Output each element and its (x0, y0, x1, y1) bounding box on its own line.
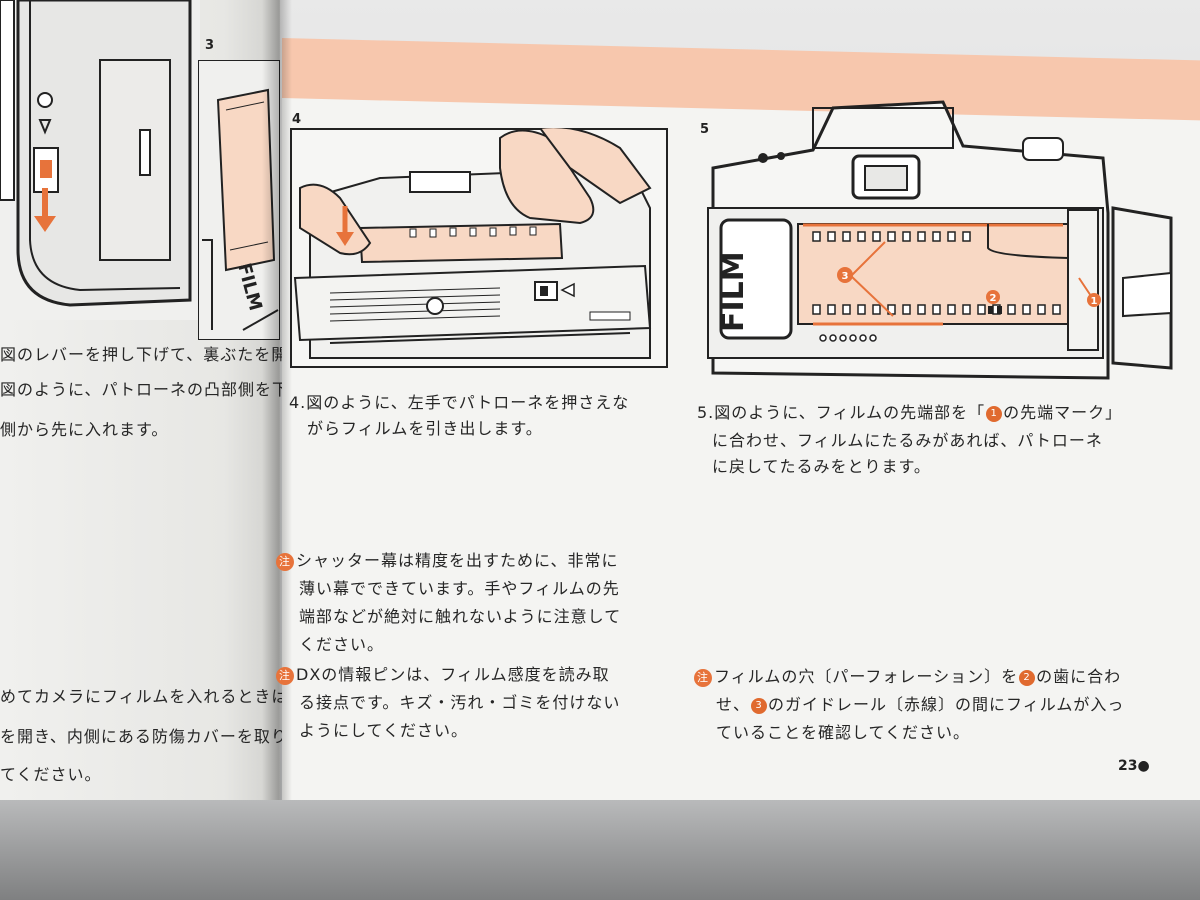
note-icon: 注 (694, 668, 712, 687)
note1-line3: 端部などが絶対に触れないように注意して (299, 607, 622, 626)
step5-line2: に合わせ、フィルムにたるみがあれば、パトローネ (712, 431, 1103, 450)
mark-3: 3 (751, 697, 768, 714)
note-icon: 注 (276, 666, 294, 685)
left-text-line-3: 側から先に入れます。 (0, 420, 169, 439)
step5-line1-prefix: 5.図のように、フィルムの先端部を「 (697, 403, 986, 422)
step4-line2: がらフィルムを引き出します。 (307, 419, 543, 438)
note1-line1: 注シャッター幕は精度を出すために、非常に (276, 546, 619, 576)
book-spine-shadow (262, 0, 292, 900)
callout-3: 3 (842, 271, 849, 282)
note3-text-1b: の歯に合わ (1036, 667, 1122, 686)
figure-number-4: 4 (292, 112, 302, 127)
page-number: 23● (1118, 758, 1150, 774)
figure-number-3: 3 (205, 38, 215, 53)
left-text-line-2: 図のように、パトローネの凸部側を下に (0, 380, 307, 399)
left-bottom-line-1: めてカメラにフィルムを入れるときは (0, 687, 289, 706)
note-icon: 注 (276, 552, 294, 571)
step5-line3: に戻してたるみをとります。 (712, 457, 931, 476)
page-bullet: ● (1137, 758, 1150, 774)
figure-3-film-insert: FILM (198, 60, 280, 340)
callout-1: 1 (1091, 296, 1098, 307)
film-label: FILM (716, 251, 751, 332)
left-bottom-line-3: てください。 (0, 765, 102, 784)
note3-text-2a: せ、 (716, 695, 751, 714)
left-text-line-1: 図のレバーを押し下げて、裏ぶたを開け (0, 345, 306, 364)
callout-2: 2 (990, 293, 997, 304)
note1-line4: ください。 (299, 635, 385, 654)
note1-text-1: シャッター幕は精度を出すために、非常に (296, 551, 619, 570)
table-surface-shadow (0, 800, 1200, 900)
mark-1: 1 (986, 405, 1003, 422)
note1-line2: 薄い幕でできています。手やフィルムの先 (299, 579, 620, 598)
figure-5-film-alignment: FILM (703, 98, 1173, 388)
note3-text-2b: のガイドレール〔赤線〕の間にフィルムが入っ (768, 695, 1125, 714)
left-page: 3 FILM 図のレバーを押し下げて、裏ぶたを開け 図のように、パトローネの凸部… (0, 0, 305, 840)
figure-camera-side (0, 0, 200, 320)
note2-text-1: DXの情報ピンは、フィルム感度を読み取 (296, 665, 610, 684)
note3-text-1a: フィルムの穴〔パーフォレーション〕を (714, 667, 1019, 686)
page-number-value: 23 (1118, 758, 1138, 774)
note2-line3: ようにしてください。 (299, 721, 469, 740)
note2-line2: る接点です。キズ・汚れ・ゴミを付けない (299, 693, 621, 712)
left-bottom-line-2: を開き、内側にある防傷カバーを取り (0, 727, 288, 746)
step4-line1: 4.図のように、左手でパトローネを押さえな (289, 393, 630, 412)
step5-line1-suffix: の先端マーク」 (1003, 403, 1123, 422)
mark-2: 2 (1019, 669, 1036, 686)
note3-line3: ていることを確認してください。 (716, 723, 971, 742)
figure-4-pull-film (290, 128, 668, 368)
figure-number-5: 5 (700, 122, 710, 137)
